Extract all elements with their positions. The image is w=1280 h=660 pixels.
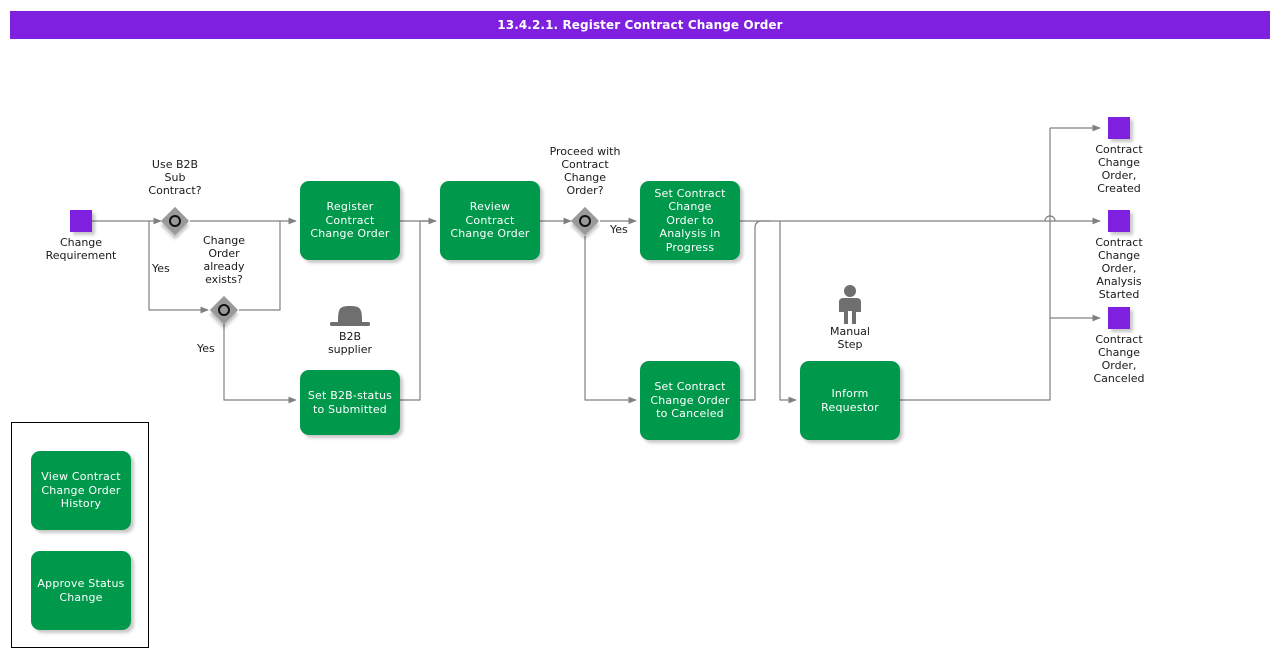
start-event-change-requirement[interactable]: Change Requirement [46,210,116,262]
task-label: View Contract Change Order History [41,470,121,511]
task-label: Set B2B-status to Submitted [307,389,393,416]
page-title-bar: 13.4.2.1. Register Contract Change Order [10,11,1270,39]
marker-b2b-supplier: B2B supplier [320,302,380,362]
flow-gw-proceed-to-canceled [584,236,637,404]
flow-rail-to-inform-requestor [779,221,797,404]
task-set-contract-change-order-to-canceled[interactable]: Set Contract Change Order to Canceled [640,361,740,440]
start-event-icon [70,210,92,232]
flow-gw-exists-to-register [239,221,281,311]
inclusive-gateway-icon [209,295,239,325]
flow-canceled-to-right-rail [740,220,770,401]
task-review-contract-change-order[interactable]: Review Contract Change Order [440,181,540,260]
marker-manual-step: Manual Step [820,284,880,351]
end-event-icon [1108,307,1130,329]
marker-manual-step-label: Manual Step [830,325,870,351]
person-icon [839,285,861,324]
action-view-contract-change-order-history[interactable]: View Contract Change Order History [31,451,131,530]
end-event-label: Contract Change Order, Created [1095,143,1143,195]
inclusive-gateway-icon [160,206,190,236]
start-event-label: Change Requirement [45,236,117,262]
task-label: Register Contract Change Order [310,200,390,241]
task-label: Set Contract Change Order to Analysis in… [654,186,726,254]
task-label: Set Contract Change Order to Canceled [650,380,730,421]
marker-b2b-supplier-label: B2B supplier [327,330,373,356]
end-event-label: Contract Change Order, Canceled [1093,333,1145,385]
task-label: Inform Requestor [821,387,879,414]
edge-label-yes-exists: Yes [197,342,215,355]
page-title: 13.4.2.1. Register Contract Change Order [497,18,783,32]
flow-gw-exists-yes-to-setb2b [223,324,297,404]
related-actions-box: View Contract Change Order History Appro… [11,422,149,648]
end-event-cco-created[interactable]: Contract Change Order, Created [1095,117,1143,195]
inclusive-gateway-icon [570,206,600,236]
connector-line-hop [1044,215,1056,222]
edge-label-yes-proceed: Yes [610,223,628,236]
end-event-icon [1108,117,1130,139]
end-event-cco-canceled[interactable]: Contract Change Order, Canceled [1093,307,1145,385]
end-event-label: Contract Change Order, Analysis Started [1095,236,1143,301]
gateway-use-b2b-sub-contract[interactable]: Use B2B Sub Contract? [148,158,202,236]
edge-label-yes-b2b: Yes [152,262,170,275]
gateway-use-b2b-sub-contract-label: Use B2B Sub Contract? [148,158,202,197]
flow-setb2b-to-review [400,220,436,401]
task-set-contract-change-order-to-analysis-in-progress[interactable]: Set Contract Change Order to Analysis in… [640,181,740,260]
flow-gw-b2b-yes-to-gw-exists [148,221,209,314]
task-set-b2b-status-to-submitted[interactable]: Set B2B-status to Submitted [300,370,400,435]
gateway-proceed-with-contract-change-order[interactable]: Proceed with Contract Change Order? [550,145,620,236]
gateway-change-order-already-exists-label: Change Order already exists? [202,234,246,286]
task-register-contract-change-order[interactable]: Register Contract Change Order [300,181,400,260]
flow-inform-requestor-to-rail [900,128,1051,401]
end-event-icon [1108,210,1130,232]
gateway-proceed-with-contract-change-order-label: Proceed with Contract Change Order? [549,145,621,197]
task-label: Approve Status Change [37,577,125,604]
task-label: Review Contract Change Order [450,200,530,241]
end-event-cco-analysis-started[interactable]: Contract Change Order, Analysis Started [1095,210,1143,301]
gateway-change-order-already-exists[interactable]: Change Order already exists? [203,234,245,325]
action-approve-status-change[interactable]: Approve Status Change [31,551,131,630]
bowler-hat-icon [330,306,370,326]
task-inform-requestor[interactable]: Inform Requestor [800,361,900,440]
